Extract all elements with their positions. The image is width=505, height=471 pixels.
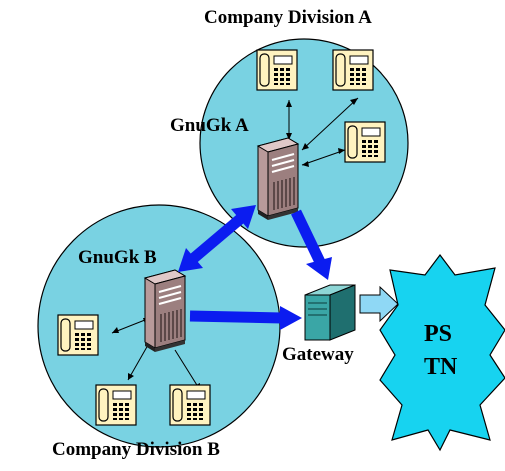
pstn-cloud — [379, 254, 505, 452]
pstn-label-line1: PS — [424, 321, 453, 347]
phone-icon — [344, 121, 386, 163]
gateway-to-pstn-arrow — [359, 285, 399, 323]
gateway-label: Gateway — [282, 344, 354, 365]
phone-icon — [95, 384, 137, 426]
division-a-title: Company Division A — [204, 7, 372, 28]
pstn-label-line2: TN — [424, 354, 458, 380]
phone-icon — [256, 49, 298, 91]
gnugk-b-label: GnuGk B — [78, 247, 157, 268]
phone-icon — [332, 49, 374, 91]
gnugk-a-label: GnuGk A — [170, 115, 249, 136]
division-a-zone — [199, 38, 409, 248]
gnugk-a-server-icon — [257, 137, 299, 221]
phone-icon — [57, 314, 99, 356]
trunk-links — [178, 205, 332, 330]
phone-icon — [169, 384, 211, 426]
gnugk-b-server-icon — [144, 269, 186, 353]
gateway-icon — [304, 284, 356, 341]
division-b-title: Company Division B — [52, 439, 220, 460]
